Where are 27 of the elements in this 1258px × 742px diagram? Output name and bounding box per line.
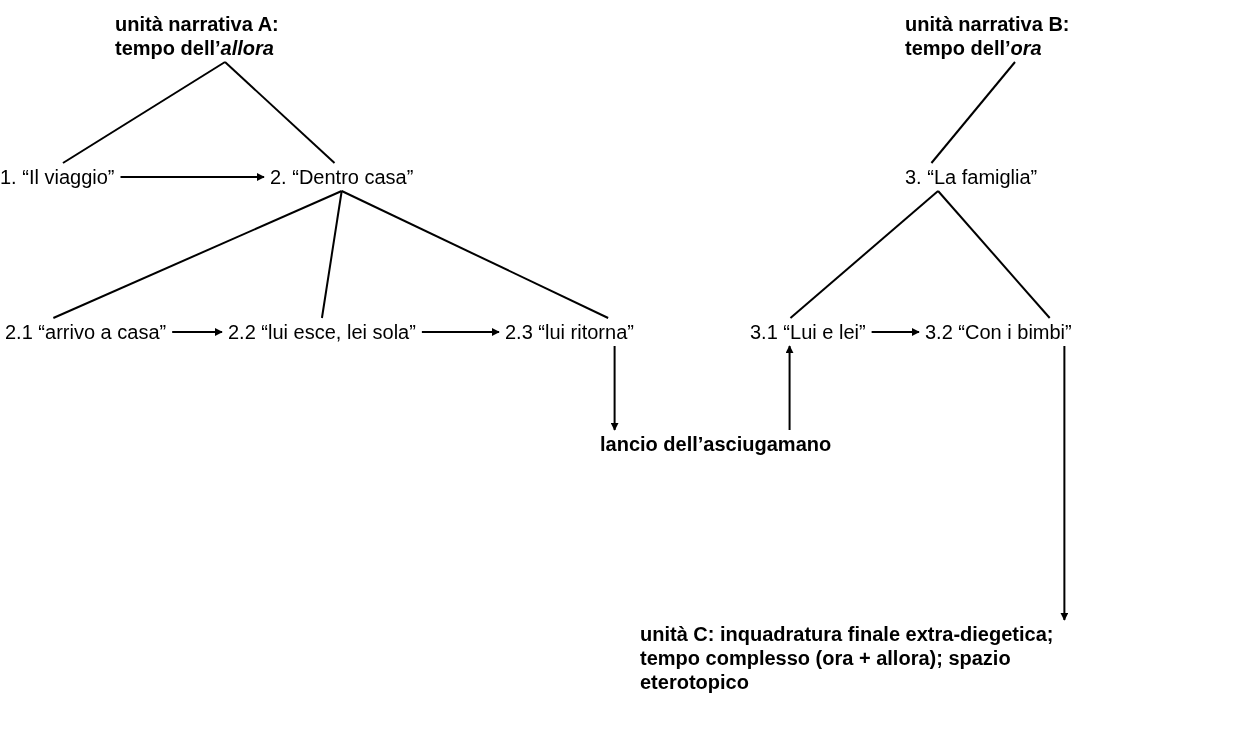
- node-label: 2.1 “arrivo a casa”: [5, 320, 167, 344]
- tree-line: [320, 190, 343, 319]
- arrow: [420, 328, 500, 336]
- node-label: 2.3 “lui ritorna”: [505, 320, 634, 344]
- heading-text: lancio dell’asciugamano: [600, 432, 832, 456]
- arrow: [119, 173, 265, 181]
- arrow: [1060, 345, 1069, 621]
- tree-line: [930, 61, 1016, 164]
- node-label: 1. “Il viaggio”: [0, 165, 115, 189]
- tree-line: [52, 190, 343, 319]
- tree-line: [62, 61, 226, 164]
- node-label: 3.1 “Lui e lei”: [750, 320, 866, 344]
- arrow: [785, 345, 794, 431]
- node-label: 3.2 “Con i bimbi”: [925, 320, 1072, 344]
- heading-text: unità narrativa B: tempo dell’ora: [905, 12, 1071, 60]
- arrow: [870, 328, 920, 336]
- heading-text: unità narrativa A: tempo dell’allora: [115, 12, 280, 60]
- node-label: 2.2 “lui esce, lei sola”: [228, 320, 416, 344]
- heading-text: unità C: inquadratura finale extra-diegetica; tempo complesso (ora + allora); spazio eterotopico: [640, 622, 1055, 694]
- node-label: 2. “Dentro casa”: [270, 165, 414, 189]
- tree-line: [224, 61, 336, 164]
- arrow: [171, 328, 223, 336]
- arrow: [610, 345, 619, 431]
- node-label: 3. “La famiglia”: [905, 165, 1038, 189]
- tree-line: [789, 190, 940, 319]
- tree-line: [340, 190, 610, 319]
- tree-line: [937, 190, 1051, 319]
